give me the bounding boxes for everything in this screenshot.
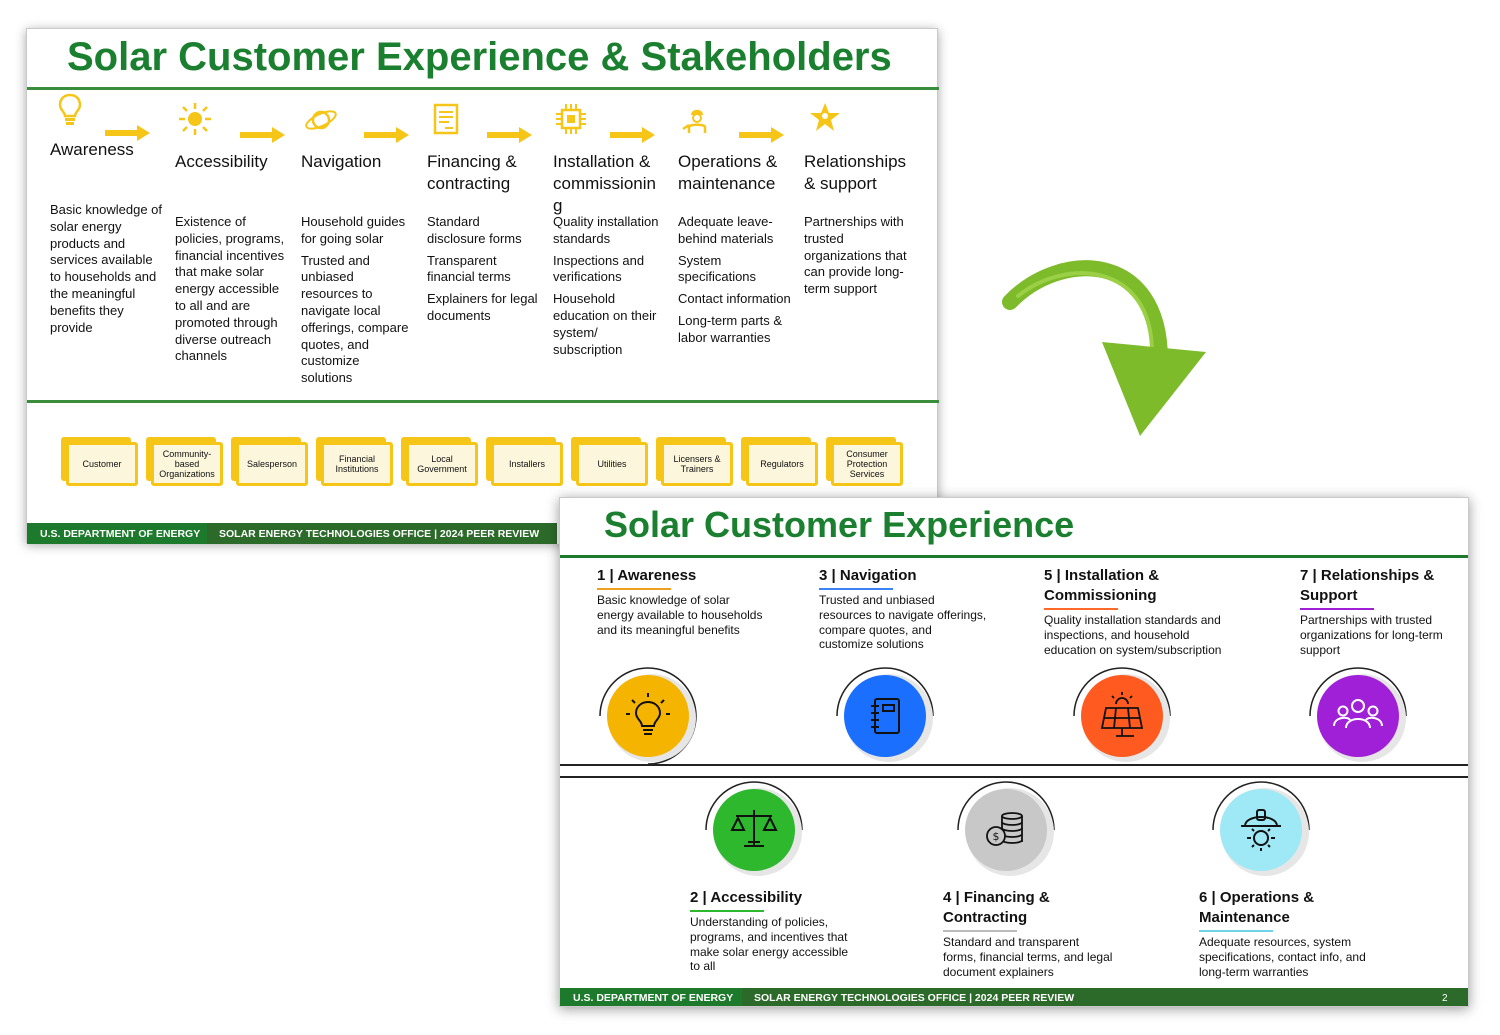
stage-heading: Awareness (50, 140, 134, 159)
sun-icon (179, 103, 211, 135)
stage-heading: Accessibility (175, 152, 268, 171)
svg-text:$: $ (993, 830, 1000, 843)
stakeholder-card: Financial Institutions (316, 437, 393, 486)
arrow-icon (364, 127, 409, 143)
stage-description: Partnerships with trusted organizations … (804, 214, 907, 297)
step-financing: 4 | Financing & Contracting Standard and… (943, 889, 1113, 979)
people-star-icon (810, 103, 840, 131)
timeline-rule (560, 764, 1468, 766)
stage-description: Basic knowledge of solar energy products… (50, 202, 163, 335)
group-icon (1309, 667, 1407, 762)
arrow-icon (240, 127, 285, 143)
stakeholder-card: Utilities (571, 437, 648, 486)
section-rule (27, 400, 939, 403)
footer-office: SOLAR ENERGY TECHNOLOGIES OFFICE | 2024 … (742, 988, 1468, 1006)
title-rule (560, 555, 1468, 558)
stage-heading: Installation & commissionin g (553, 152, 656, 215)
arrow-icon (610, 127, 655, 143)
arrow-icon (487, 127, 532, 143)
stage-heading: Navigation (301, 152, 382, 171)
step-operations: 6 | Operations & Maintenance Adequate re… (1199, 889, 1366, 979)
title-rule (27, 87, 939, 90)
stakeholder-card: Consumer Protection Services (826, 437, 903, 486)
stakeholder-card: Installers (486, 437, 563, 486)
step-navigation: 3 | Navigation Trusted and unbiased reso… (819, 567, 987, 652)
stakeholder-card: Community-based Organizations (146, 437, 223, 486)
slide1-title: Solar Customer Experience & Stakeholders (67, 35, 892, 79)
footer-doe: U.S. DEPARTMENT OF ENERGY (27, 523, 207, 544)
planet-icon (305, 110, 337, 130)
stakeholder-card: Regulators (741, 437, 818, 486)
footer-doe: U.S. DEPARTMENT OF ENERGY (560, 988, 742, 1006)
slide-after: Solar Customer Experience 1 | Awareness … (559, 497, 1469, 1007)
step-accessibility: 2 | Accessibility Understanding of polic… (690, 889, 849, 974)
page-number: 2 (1442, 992, 1448, 1004)
timeline-rule (560, 776, 1468, 778)
stage-heading: Financing & contracting (427, 152, 517, 193)
notebook-icon (836, 667, 934, 762)
lightbulb-icon (599, 667, 697, 765)
stage-heading: Operations & maintenance (678, 152, 778, 193)
stage-description: Existence of policies, programs, financi… (175, 214, 285, 364)
arrow-icon (739, 127, 784, 143)
coins-icon: $ (957, 781, 1055, 876)
chip-icon (556, 104, 586, 134)
step-relationships: 7 | Relationships & Support Partnerships… (1300, 567, 1443, 657)
slide2-title: Solar Customer Experience (604, 504, 1075, 545)
step-awareness: 1 | Awareness Basic knowledge of solar e… (597, 567, 763, 637)
stakeholder-card: Salesperson (231, 437, 308, 486)
solar-panel-icon (1073, 667, 1171, 762)
stakeholder-card: Licensers & Trainers (656, 437, 733, 486)
lightbulb-icon (58, 93, 82, 125)
slide-before: Solar Customer Experience & Stakeholders (26, 28, 939, 544)
curved-arrow-icon (1002, 260, 1206, 436)
arrow-icon (105, 125, 150, 141)
step-installation: 5 | Installation & Commissioning Quality… (1044, 567, 1222, 657)
hardhat-gear-icon (1212, 781, 1310, 876)
footer-office: SOLAR ENERGY TECHNOLOGIES OFFICE | 2024 … (207, 523, 557, 544)
contract-icon (433, 103, 459, 135)
scales-icon (705, 781, 803, 876)
slide2-footer: U.S. DEPARTMENT OF ENERGY SOLAR ENERGY T… (560, 988, 1468, 1006)
worker-icon (682, 109, 707, 133)
stakeholder-card: Local Government (401, 437, 478, 486)
stakeholder-card: Customer (61, 437, 138, 486)
stage-heading: Relationships & support (804, 152, 907, 193)
